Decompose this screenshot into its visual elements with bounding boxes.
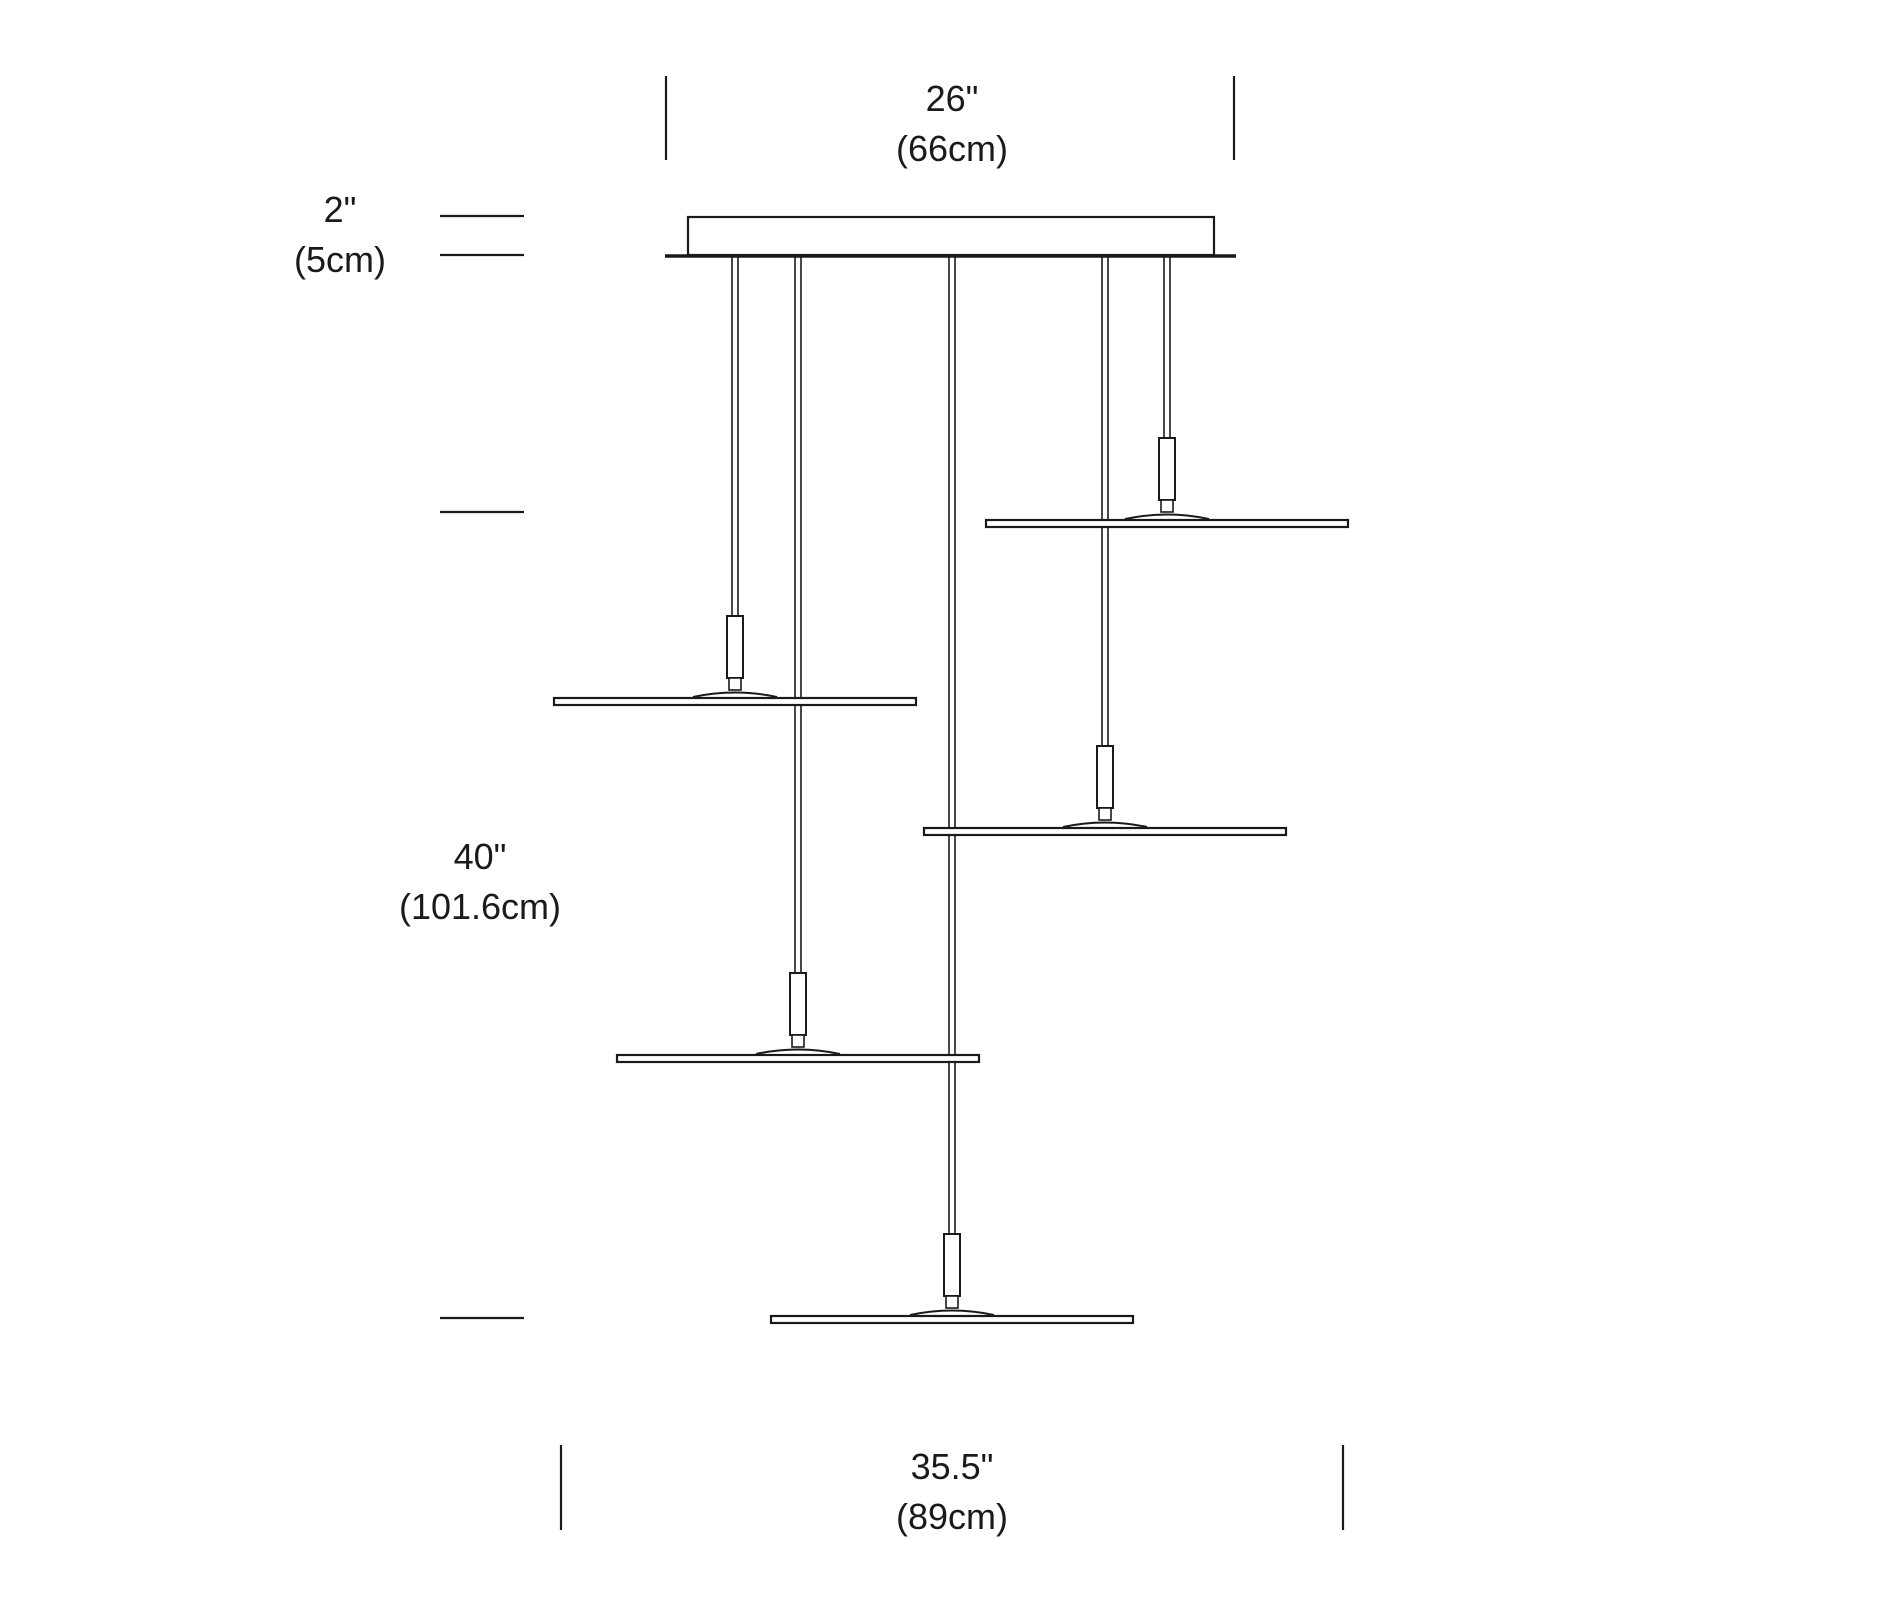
pendant-connector <box>791 1034 805 1048</box>
overall-width-imperial: 35.5" <box>910 1446 994 1487</box>
pendant-cone <box>755 1048 841 1055</box>
pendant-holder <box>1096 745 1114 809</box>
pendant-holder <box>789 972 807 1036</box>
canopy-width-label: 26" (66cm) <box>896 74 1008 174</box>
canopy <box>686 215 1216 257</box>
pendant-4 <box>922 745 1288 837</box>
drop-height-label: 40" (101.6cm) <box>399 832 561 932</box>
pendant-connector <box>1160 499 1174 513</box>
pendant-cone <box>909 1309 995 1316</box>
pendant-2 <box>615 972 981 1064</box>
pendant-5 <box>984 437 1350 529</box>
canopy-height-imperial: 2" <box>323 189 357 230</box>
pendant-shade <box>615 1053 981 1064</box>
pendant-connector <box>728 677 742 691</box>
pendant-holder <box>943 1233 961 1297</box>
pendants <box>552 437 1350 1325</box>
pendant-cone <box>1062 821 1148 828</box>
drop-height-imperial: 40" <box>453 836 507 877</box>
cables <box>731 256 1171 1234</box>
pendant-holder <box>726 615 744 679</box>
pendant-holder <box>1158 437 1176 501</box>
canopy-width-metric: (66cm) <box>895 128 1009 169</box>
pendant-connector <box>1098 807 1112 821</box>
pendant-3 <box>769 1233 1135 1325</box>
pendant-shade <box>984 518 1350 529</box>
pendant-cone <box>1124 513 1210 520</box>
pendant-1 <box>552 615 918 707</box>
pendant-connector <box>945 1295 959 1309</box>
canopy-height-metric: (5cm) <box>294 239 386 280</box>
drop-height-metric: (101.6cm) <box>398 886 562 927</box>
pendant-shade <box>552 696 918 707</box>
pendant-shade <box>769 1314 1135 1325</box>
canopy-height-label: 2" (5cm) <box>294 185 386 285</box>
overall-width-metric: (89cm) <box>895 1496 1009 1537</box>
canopy-width-imperial: 26" <box>925 78 979 119</box>
pendant-shade <box>922 826 1288 837</box>
pendant-cone <box>692 691 778 698</box>
overall-width-label: 35.5" (89cm) <box>896 1442 1008 1542</box>
